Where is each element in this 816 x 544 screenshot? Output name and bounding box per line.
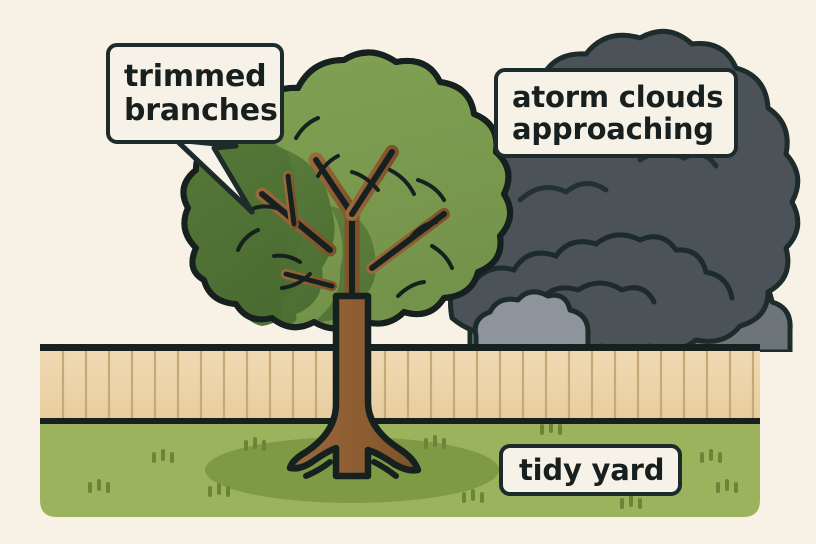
callout-trimmed-branches[interactable]: trimmed branches (106, 43, 284, 144)
callout-line-2: approaching (512, 112, 714, 146)
tree-trunk (286, 292, 422, 480)
callout-line-2: branches (124, 92, 278, 128)
callout-storm-clouds[interactable]: atorm clouds approaching (494, 68, 738, 158)
cloud-puff-lower-left (472, 289, 591, 352)
callout-line-1: trimmed (124, 58, 267, 94)
tree-branches (236, 116, 454, 308)
callout-line-1: tidy yard (519, 452, 665, 487)
callout-tail-branches (173, 137, 255, 215)
fence (40, 344, 760, 426)
callout-line-1: atorm clouds (512, 79, 724, 114)
callout-tidy-yard[interactable]: tidy yard (499, 444, 682, 496)
grass-tufts (88, 424, 738, 509)
fence-rail-bottom (40, 418, 760, 426)
fence-rail-top (40, 344, 760, 351)
